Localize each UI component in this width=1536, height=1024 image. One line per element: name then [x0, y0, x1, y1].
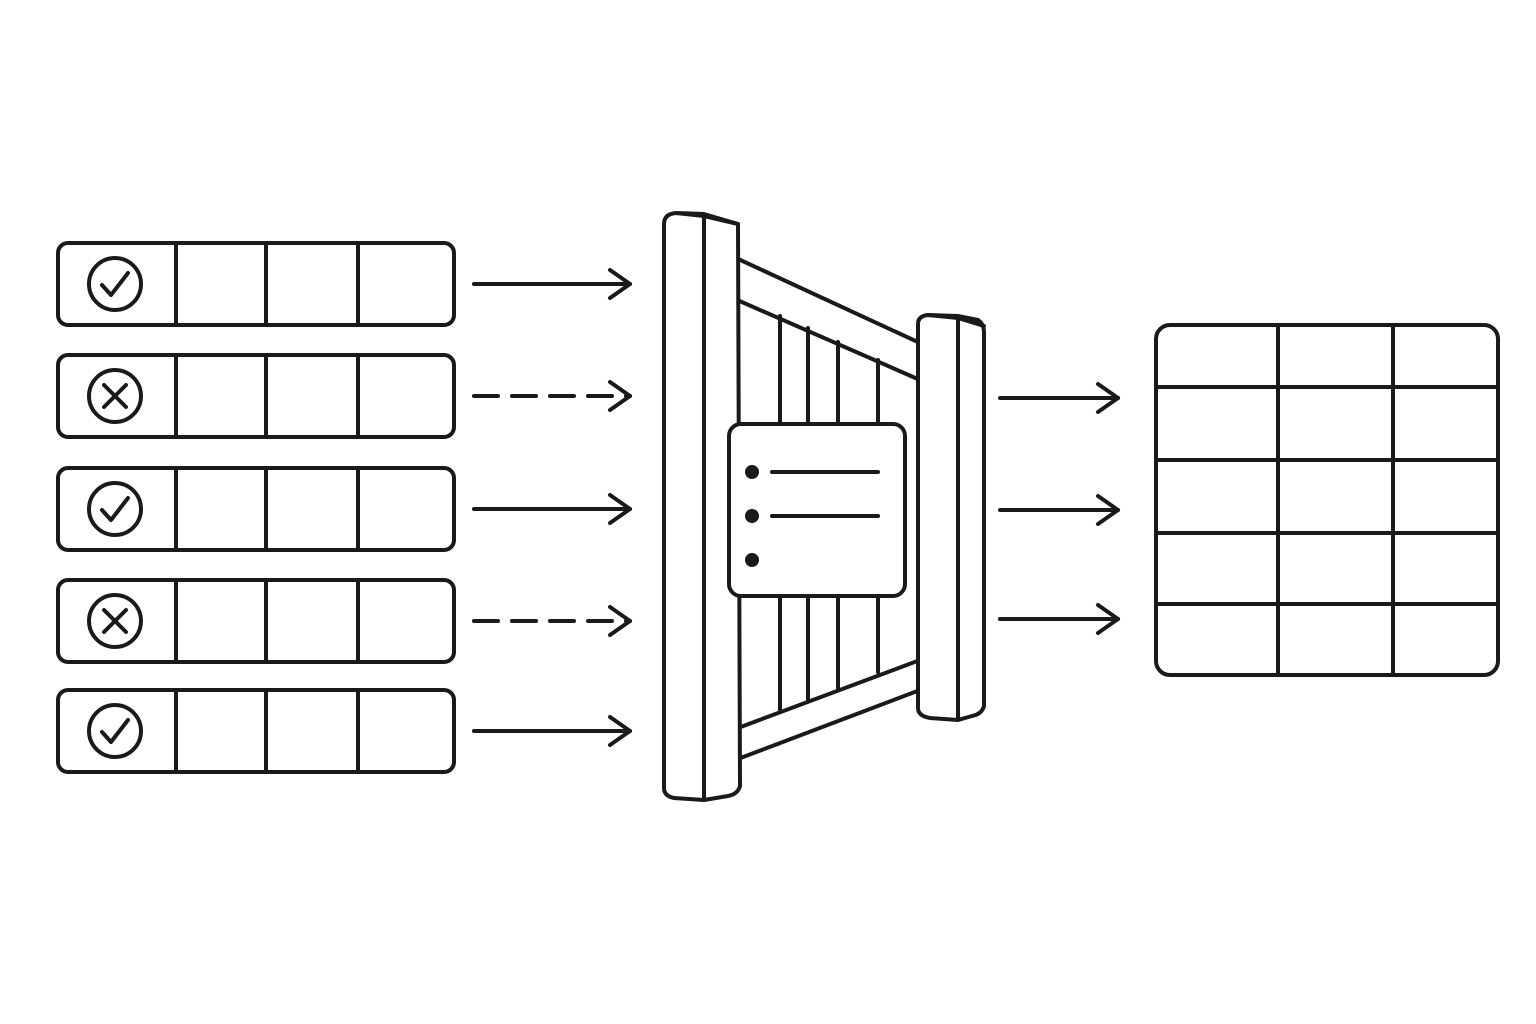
input-record-accepted [56, 466, 456, 552]
output-arrow-solid [998, 494, 1120, 526]
check-circle-icon [87, 703, 143, 759]
gate-icon [662, 211, 986, 802]
gate-bottom-rail [728, 658, 922, 764]
checklist-sign-icon [727, 422, 907, 598]
input-record-accepted [56, 241, 456, 327]
input-record-rejected [56, 353, 456, 439]
input-arrow-solid [472, 493, 632, 525]
check-circle-icon [87, 256, 143, 312]
output-arrows [998, 382, 1120, 635]
input-record-accepted [56, 688, 456, 774]
output-arrow-solid [998, 603, 1120, 635]
input-arrows [472, 268, 632, 747]
input-arrow-solid [472, 715, 632, 747]
x-circle-icon [87, 368, 143, 424]
gate-right-post [916, 313, 986, 722]
input-arrow-solid [472, 268, 632, 300]
input-arrow-dashed [472, 605, 632, 637]
gate-left-post [662, 211, 742, 802]
table-outline [1154, 323, 1500, 677]
table-grid-icon [1154, 323, 1500, 677]
check-circle-icon [87, 481, 143, 537]
input-arrow-dashed [472, 380, 632, 412]
gate-top-rail [720, 253, 922, 382]
x-circle-icon [87, 593, 143, 649]
output-arrow-solid [998, 382, 1120, 414]
input-records [56, 241, 456, 774]
input-record-rejected [56, 578, 456, 664]
